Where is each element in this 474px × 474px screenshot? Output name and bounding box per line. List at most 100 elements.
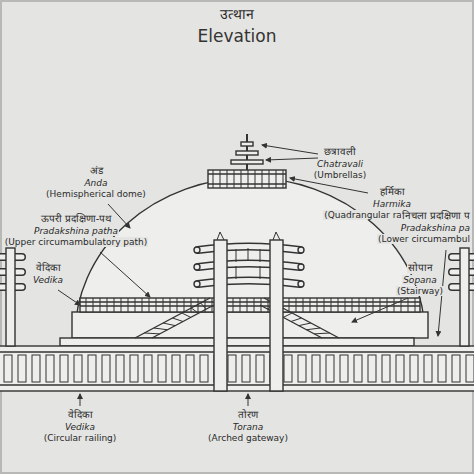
railing-post: [415, 298, 416, 312]
umbrella: [231, 160, 263, 164]
stair-step: [173, 318, 184, 322]
railing-post: [100, 298, 101, 312]
railing-post: [191, 298, 192, 312]
railing-post: [177, 298, 178, 312]
harmika-post: [248, 170, 249, 188]
harmika-post: [213, 170, 214, 188]
railing-post: [18, 355, 26, 382]
railing-post: [186, 355, 194, 382]
railing-post: [114, 298, 115, 312]
torana-gateway-right: [452, 248, 474, 346]
railing-post: [326, 355, 334, 382]
railing-post: [184, 298, 185, 312]
stair-step: [144, 333, 159, 335]
torana-gateway-left: [0, 248, 22, 346]
railing-post: [366, 298, 367, 312]
railing-post: [256, 355, 264, 382]
railing-post: [170, 298, 171, 312]
railing-post: [172, 355, 180, 382]
part-gloss: Vedika: [64, 422, 96, 432]
lower-railing: [0, 346, 474, 391]
stair-step: [307, 328, 321, 330]
part-name: सोपान: [407, 262, 434, 274]
harmika-post: [283, 170, 284, 188]
railing-post: [102, 355, 110, 382]
part-name: तोरण: [237, 409, 259, 421]
harmika-post: [276, 170, 277, 188]
leader-line: [266, 158, 318, 160]
railing-post: [74, 355, 82, 382]
stair-step: [291, 318, 302, 322]
part-gloss: Anda: [83, 178, 108, 188]
railing-post: [156, 298, 157, 312]
stair-step: [314, 333, 329, 335]
railing-post: [401, 298, 402, 312]
railing-post: [338, 298, 339, 312]
harmika-post: [241, 170, 242, 188]
railing-post: [466, 355, 474, 382]
stair-step: [283, 313, 292, 317]
railing-post: [354, 355, 362, 382]
anda-dome: [75, 178, 425, 336]
leader-line: [100, 252, 150, 297]
railing-post: [233, 298, 234, 312]
railing-post: [359, 298, 360, 312]
railing-post: [296, 298, 297, 312]
railing-post: [242, 355, 250, 382]
railing-post: [163, 298, 164, 312]
railing-post: [408, 298, 409, 312]
railing-post: [452, 355, 460, 382]
stairway-left: [135, 298, 214, 338]
railing-post: [247, 298, 248, 312]
railing-post: [130, 355, 138, 382]
leader-line: [262, 145, 318, 154]
part-gloss: (Hemispherical dome): [45, 189, 147, 199]
part-gloss: (Circular railing): [43, 433, 118, 443]
railing-post: [387, 298, 388, 312]
railing-post: [382, 355, 390, 382]
railing-post: [144, 355, 152, 382]
railing-post: [149, 298, 150, 312]
railing-post: [142, 298, 143, 312]
stair-step: [154, 328, 168, 330]
base-platform: [60, 338, 414, 346]
leader-lines: [58, 145, 446, 406]
part-gloss: Sopana: [402, 275, 438, 285]
railing-post: [396, 355, 404, 382]
railing-post: [284, 355, 292, 382]
railing-post: [88, 355, 96, 382]
stair-step: [182, 313, 191, 317]
railing-post: [410, 355, 418, 382]
railing-post: [340, 355, 348, 382]
railing-post: [352, 298, 353, 312]
railing-post: [240, 298, 241, 312]
hindi-title: उत्थान: [219, 6, 255, 22]
railing-bar: [0, 351, 474, 352]
railing-post: [212, 298, 213, 312]
leader-line: [58, 290, 80, 305]
railing-post: [424, 355, 432, 382]
railing-post: [32, 355, 40, 382]
railing-post: [368, 355, 376, 382]
diagram-title: Elevation: [197, 27, 278, 47]
railing-post: [303, 298, 304, 312]
part-gloss: (Umbrellas): [313, 170, 367, 180]
part-name: छत्रावली: [323, 146, 357, 158]
harmika-post: [269, 170, 270, 188]
railing-post: [46, 355, 54, 382]
upper-railing: [80, 298, 420, 312]
stair-step: [163, 323, 175, 326]
part-name: निचला प्रदक्षिणा प: [401, 210, 471, 222]
part-gloss: (Stairway): [396, 286, 444, 296]
part-gloss: Chatravali: [316, 159, 364, 169]
railing-post: [312, 355, 320, 382]
harmika: [208, 170, 286, 188]
part-gloss: Vedika: [32, 275, 64, 285]
leader-line: [80, 394, 81, 406]
railing-post: [324, 298, 325, 312]
railing-post: [317, 298, 318, 312]
railing-bar: [80, 301, 420, 302]
railing-post: [128, 298, 129, 312]
railing-post: [394, 298, 395, 312]
